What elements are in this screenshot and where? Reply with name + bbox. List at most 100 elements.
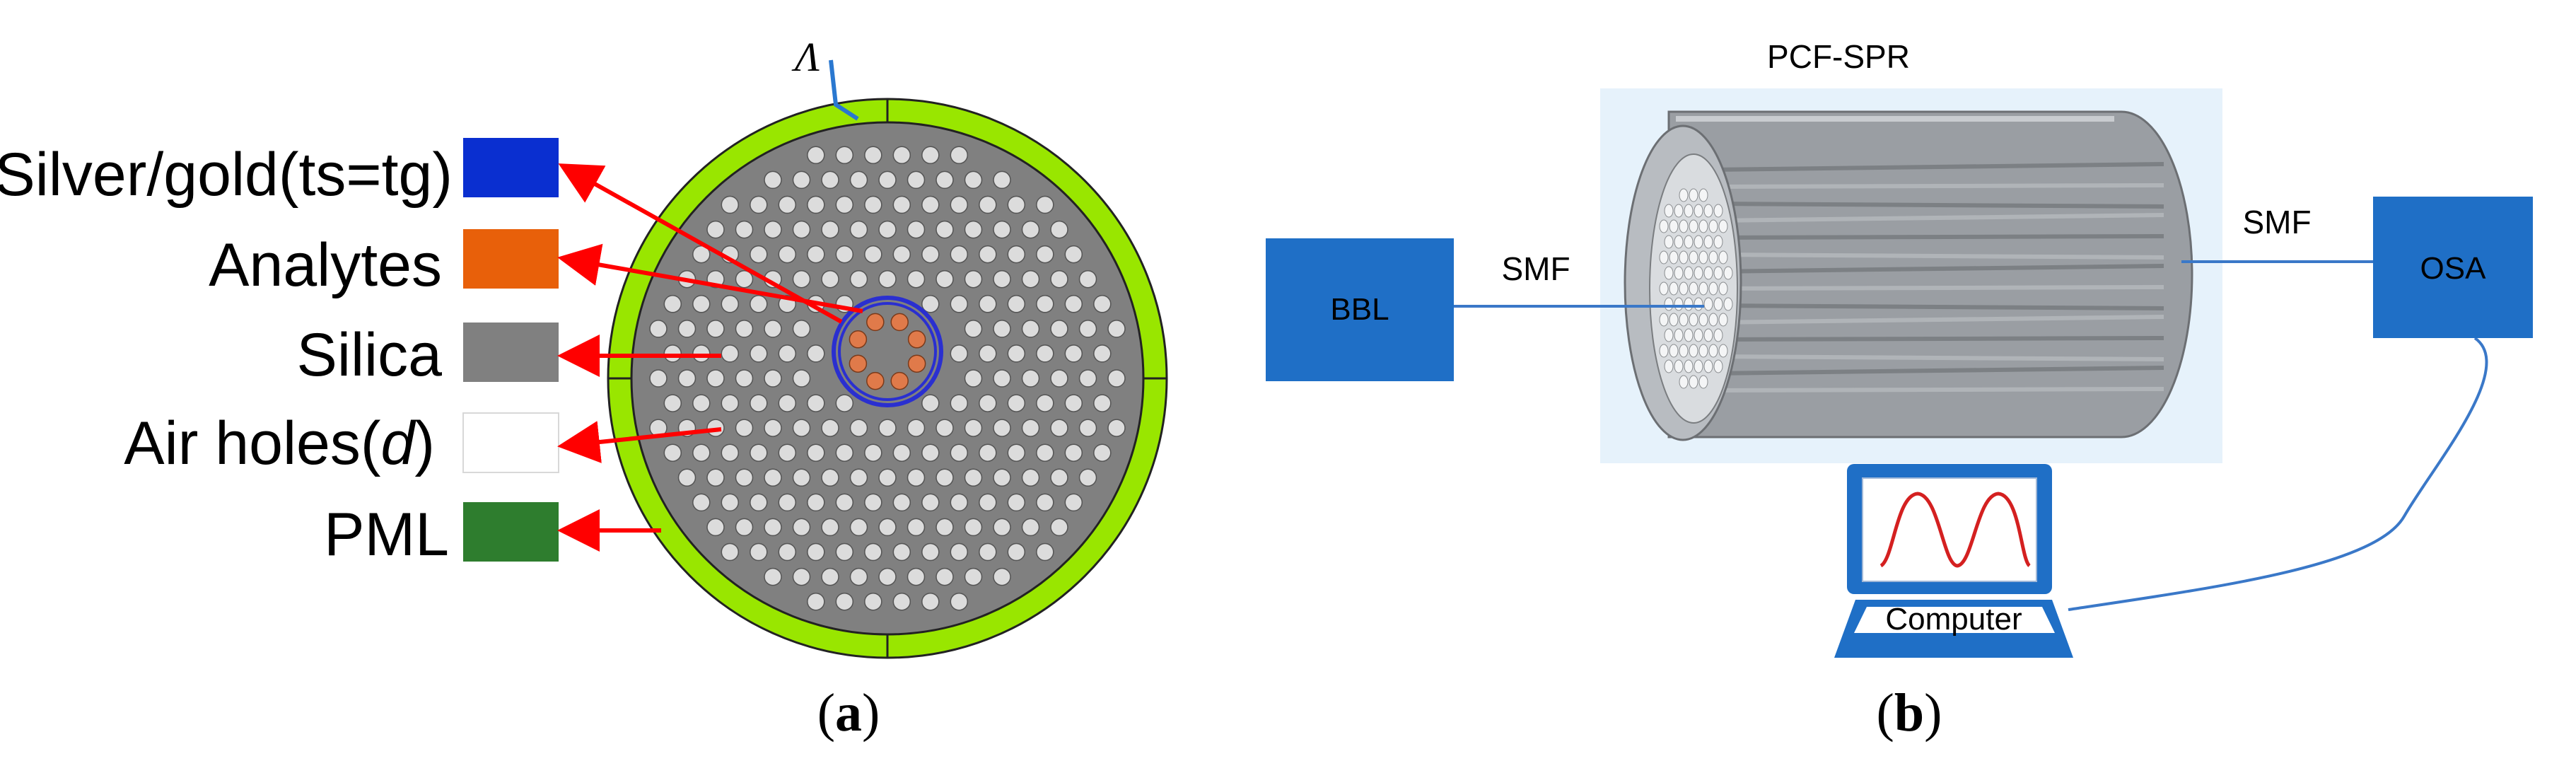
air-hole: [921, 592, 940, 611]
air-hole: [807, 592, 825, 611]
end-face-hole: [1713, 266, 1723, 280]
legend-swatch-air-holes: [462, 412, 559, 473]
air-hole: [807, 394, 825, 412]
air-hole: [1036, 195, 1054, 214]
end-face-hole: [1723, 297, 1733, 311]
air-hole: [979, 493, 997, 512]
end-face-hole: [1708, 281, 1718, 296]
air-hole: [835, 493, 854, 512]
air-hole: [792, 419, 811, 437]
air-hole: [864, 245, 882, 264]
air-hole: [1007, 195, 1026, 214]
air-hole: [878, 468, 897, 487]
air-hole: [764, 518, 782, 537]
air-hole: [979, 394, 997, 412]
osa-label: OSA: [2420, 251, 2487, 286]
legend-swatch-pml: [463, 502, 559, 562]
air-hole: [764, 419, 782, 437]
air-hole: [807, 245, 825, 264]
end-face-hole: [1689, 375, 1698, 389]
air-hole: [750, 295, 768, 313]
air-hole: [750, 344, 768, 363]
end-face-hole: [1689, 219, 1698, 233]
internal-fiber-rods: [1710, 162, 2164, 393]
air-hole: [921, 245, 940, 264]
air-hole: [1036, 344, 1054, 363]
end-face-hole: [1669, 281, 1679, 296]
end-face-hole: [1713, 204, 1723, 218]
air-hole: [1036, 443, 1054, 462]
air-hole: [1064, 443, 1083, 462]
end-face-hole: [1669, 250, 1679, 265]
air-hole: [750, 493, 768, 512]
air-hole: [936, 567, 954, 586]
air-hole: [878, 419, 897, 437]
end-face-hole: [1708, 344, 1718, 358]
end-face-hole: [1679, 188, 1689, 202]
air-hole: [892, 245, 911, 264]
air-hole: [993, 419, 1011, 437]
air-hole: [807, 493, 825, 512]
air-hole: [735, 320, 754, 338]
air-hole: [807, 195, 825, 214]
air-hole: [692, 344, 711, 363]
smf-right-label: SMF: [2242, 204, 2311, 240]
air-hole: [692, 394, 711, 412]
air-hole: [1093, 443, 1112, 462]
air-hole: [979, 344, 997, 363]
end-face-hole: [1713, 297, 1723, 311]
air-hole: [1036, 542, 1054, 562]
air-hole: [993, 170, 1011, 190]
air-hole: [907, 170, 926, 190]
air-hole: [792, 220, 811, 239]
smf-left-label: SMF: [1501, 250, 1570, 287]
air-hole: [692, 295, 711, 313]
air-hole: [735, 468, 754, 487]
air-hole: [649, 369, 668, 388]
fiber-rod: [1710, 213, 2164, 223]
air-hole: [778, 542, 797, 562]
air-hole: [993, 269, 1011, 289]
air-hole: [964, 320, 983, 338]
air-hole: [993, 320, 1011, 338]
arrow-analytes: [557, 243, 863, 313]
computer-label: Computer: [1885, 602, 2022, 637]
air-hole: [936, 419, 954, 437]
fiber-rod: [1710, 303, 2164, 310]
air-hole: [907, 419, 926, 437]
air-hole: [1021, 269, 1040, 289]
air-hole: [936, 269, 954, 289]
air-hole: [849, 269, 868, 289]
air-hole: [864, 195, 882, 214]
end-face-hole: [1703, 266, 1713, 280]
air-hole: [1050, 419, 1068, 437]
air-hole: [835, 592, 854, 611]
air-hole: [677, 468, 697, 487]
end-face-hole: [1659, 281, 1669, 296]
air-hole: [921, 542, 940, 562]
air-hole: [1107, 320, 1126, 338]
osa-box: [2373, 197, 2533, 338]
fiber-rod: [1710, 234, 2164, 240]
fiber-rod: [1710, 315, 2164, 325]
air-hole: [721, 295, 740, 313]
end-face-hole: [1703, 235, 1713, 249]
air-hole: [1007, 295, 1026, 313]
end-face-hole: [1694, 328, 1703, 342]
air-hole: [792, 567, 811, 586]
air-hole: [735, 369, 754, 388]
end-face-hole: [1669, 344, 1679, 358]
end-face-hole: [1679, 375, 1689, 389]
air-hole: [878, 518, 897, 537]
air-hole: [1107, 419, 1126, 437]
end-face-hole: [1664, 359, 1674, 373]
air-hole: [778, 493, 797, 512]
monitor-screen: [1862, 477, 2037, 582]
air-hole: [979, 295, 997, 313]
air-hole: [964, 269, 983, 289]
air-hole: [750, 542, 768, 562]
air-hole: [750, 394, 768, 412]
end-face-hole: [1664, 297, 1674, 311]
air-hole: [778, 344, 797, 363]
air-hole: [764, 468, 782, 487]
